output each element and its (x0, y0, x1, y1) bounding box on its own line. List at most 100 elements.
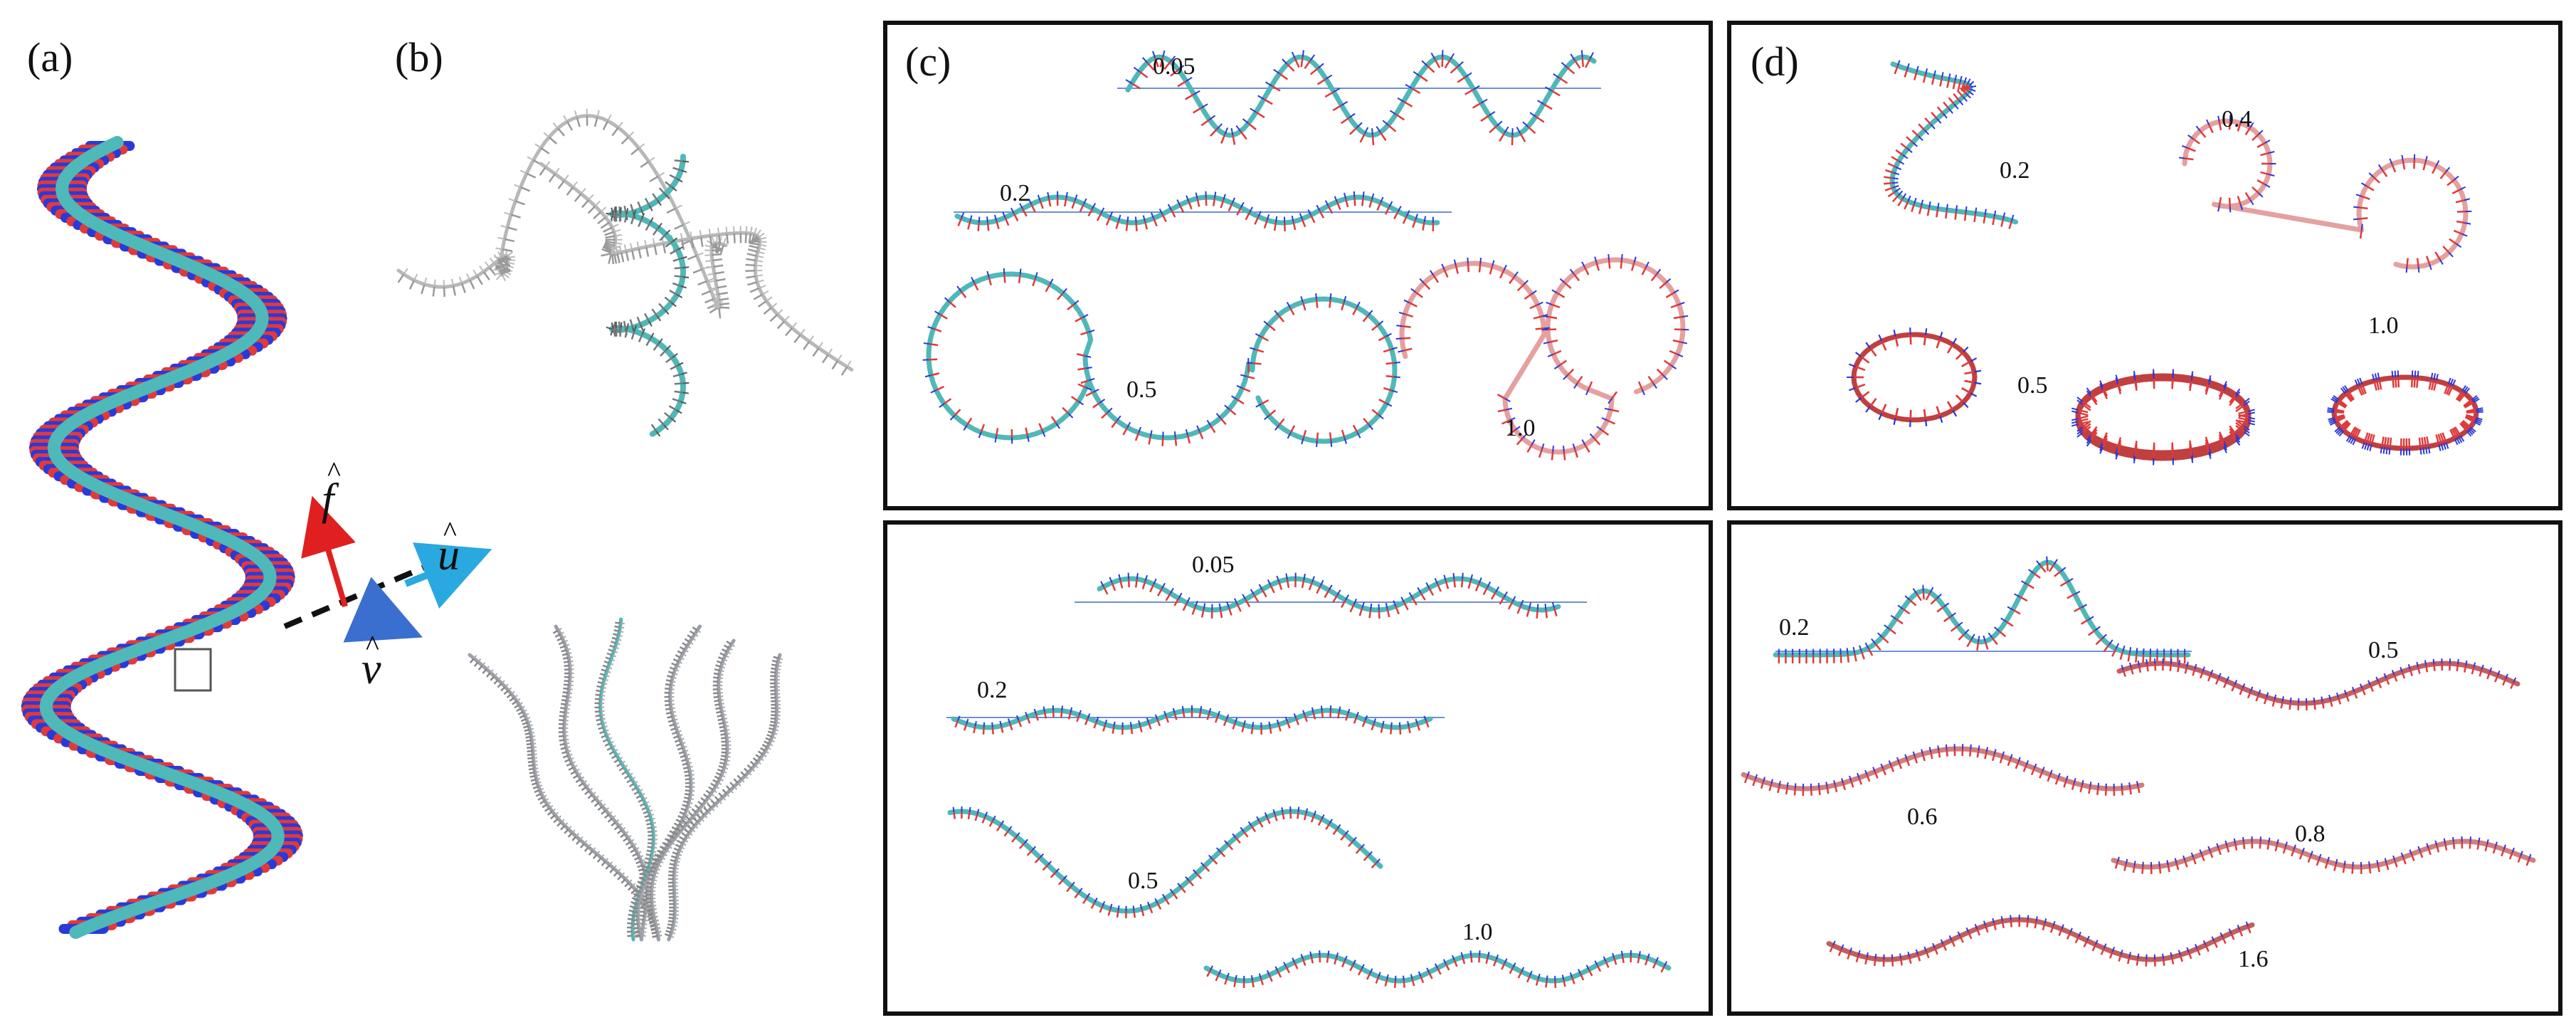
filament-tick (1408, 592, 1413, 599)
filament-tick (1149, 430, 1153, 436)
filament-tick (644, 915, 649, 918)
filament-tick (1665, 278, 1672, 283)
filament-tick (2389, 437, 2392, 448)
filament-tick (1608, 253, 1610, 261)
filament-tick (672, 830, 678, 836)
filament-tick (1385, 362, 1395, 365)
filament-tick (1419, 278, 1425, 284)
filament-tick (2435, 160, 2440, 167)
filament-tick (1107, 908, 1112, 916)
filament-tick (2385, 447, 2388, 455)
filament-tick (627, 918, 633, 921)
filament-tick (2116, 443, 2122, 453)
filament-tick (1942, 943, 1947, 951)
filament-tick (1153, 578, 1157, 585)
filament-tick (676, 409, 682, 414)
filament-tick (2100, 947, 2105, 955)
filament-tick (1670, 303, 1679, 309)
filament-tick (665, 181, 673, 188)
filament-tick (1361, 720, 1366, 727)
filament-tick (665, 229, 671, 235)
filament-tick (759, 236, 767, 241)
filament-tick (684, 814, 689, 817)
filament-tick (638, 333, 643, 342)
filament-tick (1278, 418, 1285, 426)
filament-tick (500, 225, 508, 228)
filament-tick (1336, 824, 1341, 829)
filament-tick (671, 826, 677, 831)
filament-tick (746, 253, 757, 257)
filament-tick (567, 832, 574, 838)
filament-tick (713, 672, 720, 676)
filament-tick (681, 372, 687, 375)
filament-tick (1936, 209, 1939, 218)
filament-tick (1301, 438, 1304, 445)
filament-tick (967, 221, 971, 230)
filament-tick (711, 293, 719, 297)
filament-tick (1976, 750, 1980, 758)
filament-tick (539, 799, 546, 805)
filament-tick (1144, 574, 1148, 582)
filament-tick (2074, 936, 2080, 944)
filament-tick (1857, 950, 1861, 956)
filament-tick (2097, 782, 2100, 788)
filament-tick (2430, 372, 2434, 380)
filament-tick (1177, 883, 1182, 888)
filament-tick (681, 240, 685, 251)
filament-tick (1402, 325, 1411, 328)
filament-tick (1301, 219, 1307, 228)
filament-tick (1149, 906, 1154, 914)
filament-tick (685, 789, 691, 792)
filament-tick (1236, 385, 1243, 389)
filament-tick (1768, 784, 1773, 792)
filament-tick (625, 841, 631, 846)
filament-tick (615, 621, 621, 624)
filament-tick (1047, 861, 1052, 866)
filament-tick (1093, 721, 1098, 729)
filament-tick (756, 279, 764, 283)
filament-tick (681, 832, 687, 838)
filament-tick (1571, 977, 1575, 984)
filament-tick (988, 276, 992, 286)
filament-tick (2170, 658, 2173, 664)
filament-tick (1233, 598, 1238, 604)
filament-tick (2447, 377, 2451, 385)
filament-tick (1993, 210, 1997, 217)
filament-tick (1794, 783, 1797, 789)
filament-tick (643, 797, 648, 801)
filament-tick (668, 913, 675, 916)
filament-tick (2481, 664, 2484, 670)
filament-tick (2338, 430, 2345, 437)
filament-tick (635, 794, 642, 799)
filament-tick (961, 212, 965, 219)
filament-tick (605, 807, 610, 811)
filament-tick (754, 227, 758, 235)
filament-tick (1209, 115, 1216, 120)
filament-tick (2375, 379, 2380, 391)
filament-tick (769, 743, 774, 747)
filament-tick (1027, 436, 1030, 442)
filament-tick (655, 919, 659, 922)
filament-tick (2078, 415, 2089, 420)
filament-tick (2335, 692, 2339, 698)
filament-tick (2199, 130, 2207, 138)
filament-tick (2000, 617, 2007, 622)
filament-tick (2503, 844, 2506, 850)
filament-tick (2328, 418, 2335, 423)
filament-tick (2274, 843, 2279, 852)
filament-tick (1936, 338, 1941, 349)
filament-tick (2461, 385, 2466, 392)
filament-tick (682, 160, 690, 163)
filament-tick (2099, 380, 2104, 388)
filament-tick (1526, 444, 1533, 453)
filament-tick (1846, 648, 1849, 654)
filament-tick (2071, 421, 2079, 424)
filament-tick (685, 815, 691, 821)
filament-tick (2238, 929, 2244, 937)
filament-tick (2238, 413, 2249, 418)
filament-tick (656, 927, 661, 930)
filament-tick (1073, 300, 1080, 305)
filament-tick (2464, 400, 2474, 408)
filament-tick (1403, 975, 1405, 981)
filament-tick (709, 306, 719, 314)
